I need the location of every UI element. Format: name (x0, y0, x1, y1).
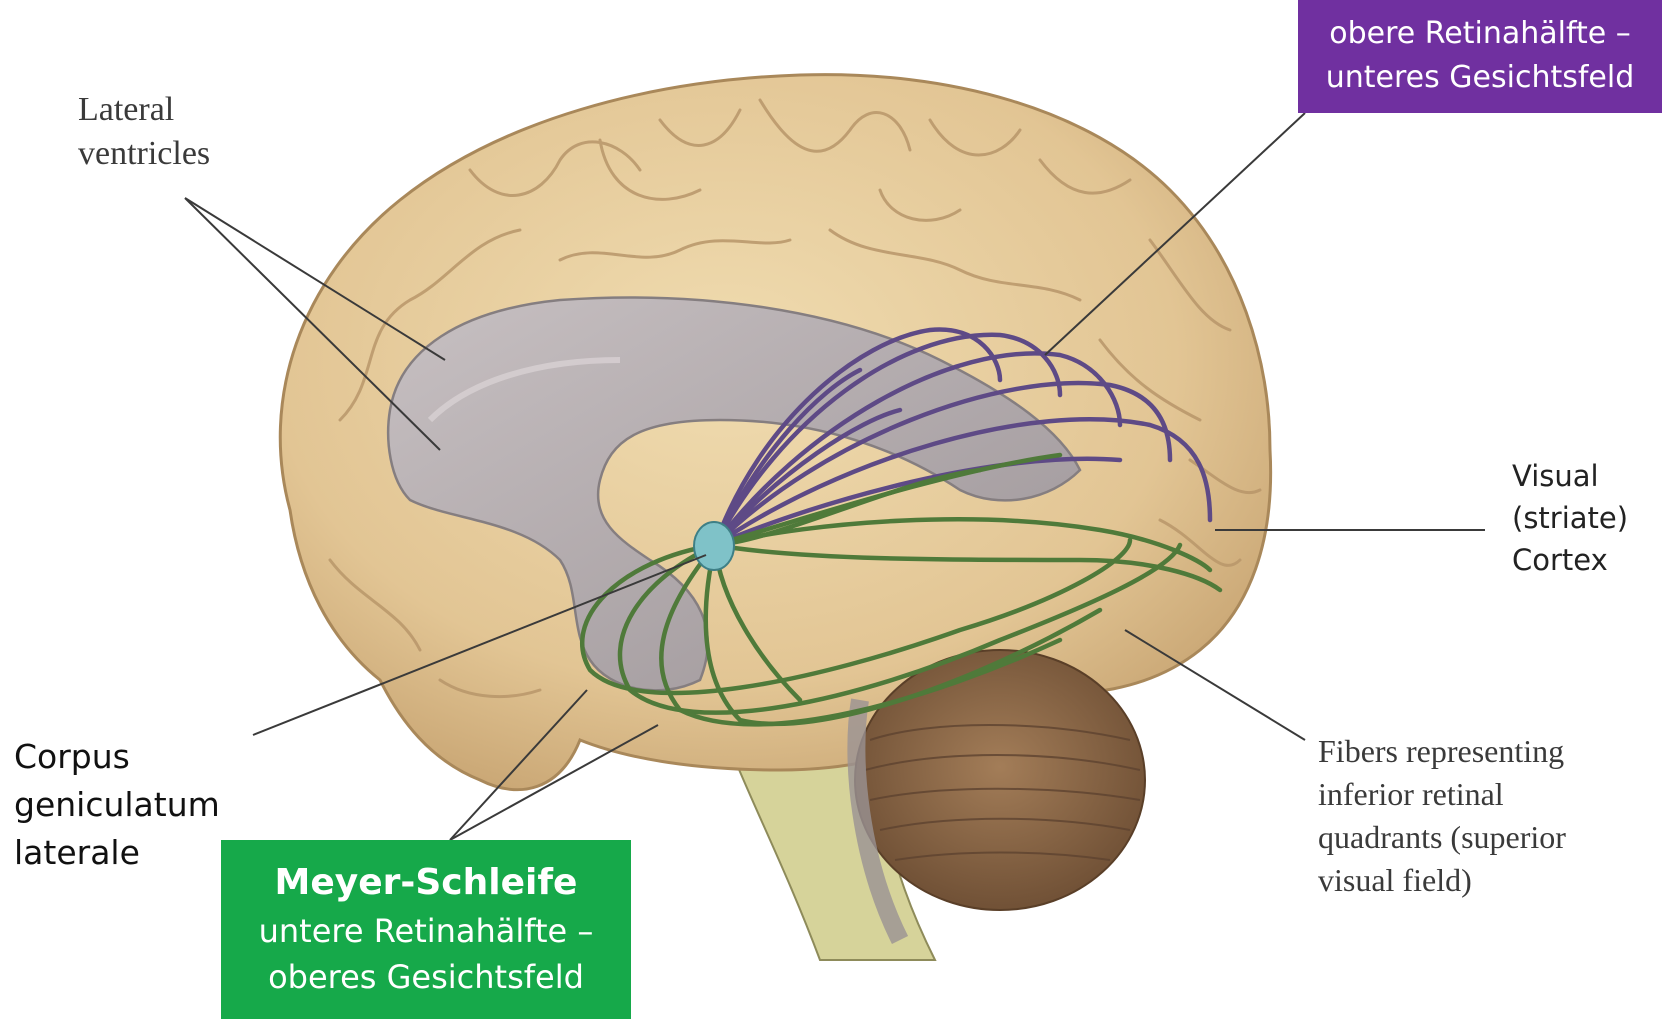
label-visual-cortex: Visual (striate) Cortex (1512, 455, 1628, 581)
meyer-loop-box: Meyer-Schleife untere Retinahälfte – obe… (221, 840, 631, 1019)
upper-retina-box: obere Retinahälfte – unteres Gesichtsfel… (1298, 0, 1662, 113)
label-line: Corpus (14, 733, 220, 781)
label-corpus-geniculatum: Corpus geniculatum laterale (14, 733, 220, 877)
box-line: obere Retinahälfte – (1298, 12, 1662, 56)
cerebellum (855, 650, 1145, 910)
label-line: Lateral (78, 88, 210, 132)
label-line: (striate) (1512, 497, 1628, 539)
label-line: ventricles (78, 132, 210, 176)
label-line: visual field) (1318, 859, 1566, 902)
label-fibers: Fibers representing inferior retinal qua… (1318, 730, 1566, 902)
lgn (694, 522, 734, 570)
label-line: Cortex (1512, 539, 1628, 581)
box-line: oberes Gesichtsfeld (221, 954, 631, 1000)
label-line: laterale (14, 829, 220, 877)
label-line: geniculatum (14, 781, 220, 829)
label-line: Visual (1512, 455, 1628, 497)
box-line: unteres Gesichtsfeld (1298, 56, 1662, 100)
meyer-title: Meyer-Schleife (221, 858, 631, 908)
label-line: Fibers representing (1318, 730, 1566, 773)
label-lateral-ventricles: Lateral ventricles (78, 88, 210, 176)
label-line: quadrants (superior (1318, 816, 1566, 859)
label-line: inferior retinal (1318, 773, 1566, 816)
box-line: untere Retinahälfte – (221, 908, 631, 954)
